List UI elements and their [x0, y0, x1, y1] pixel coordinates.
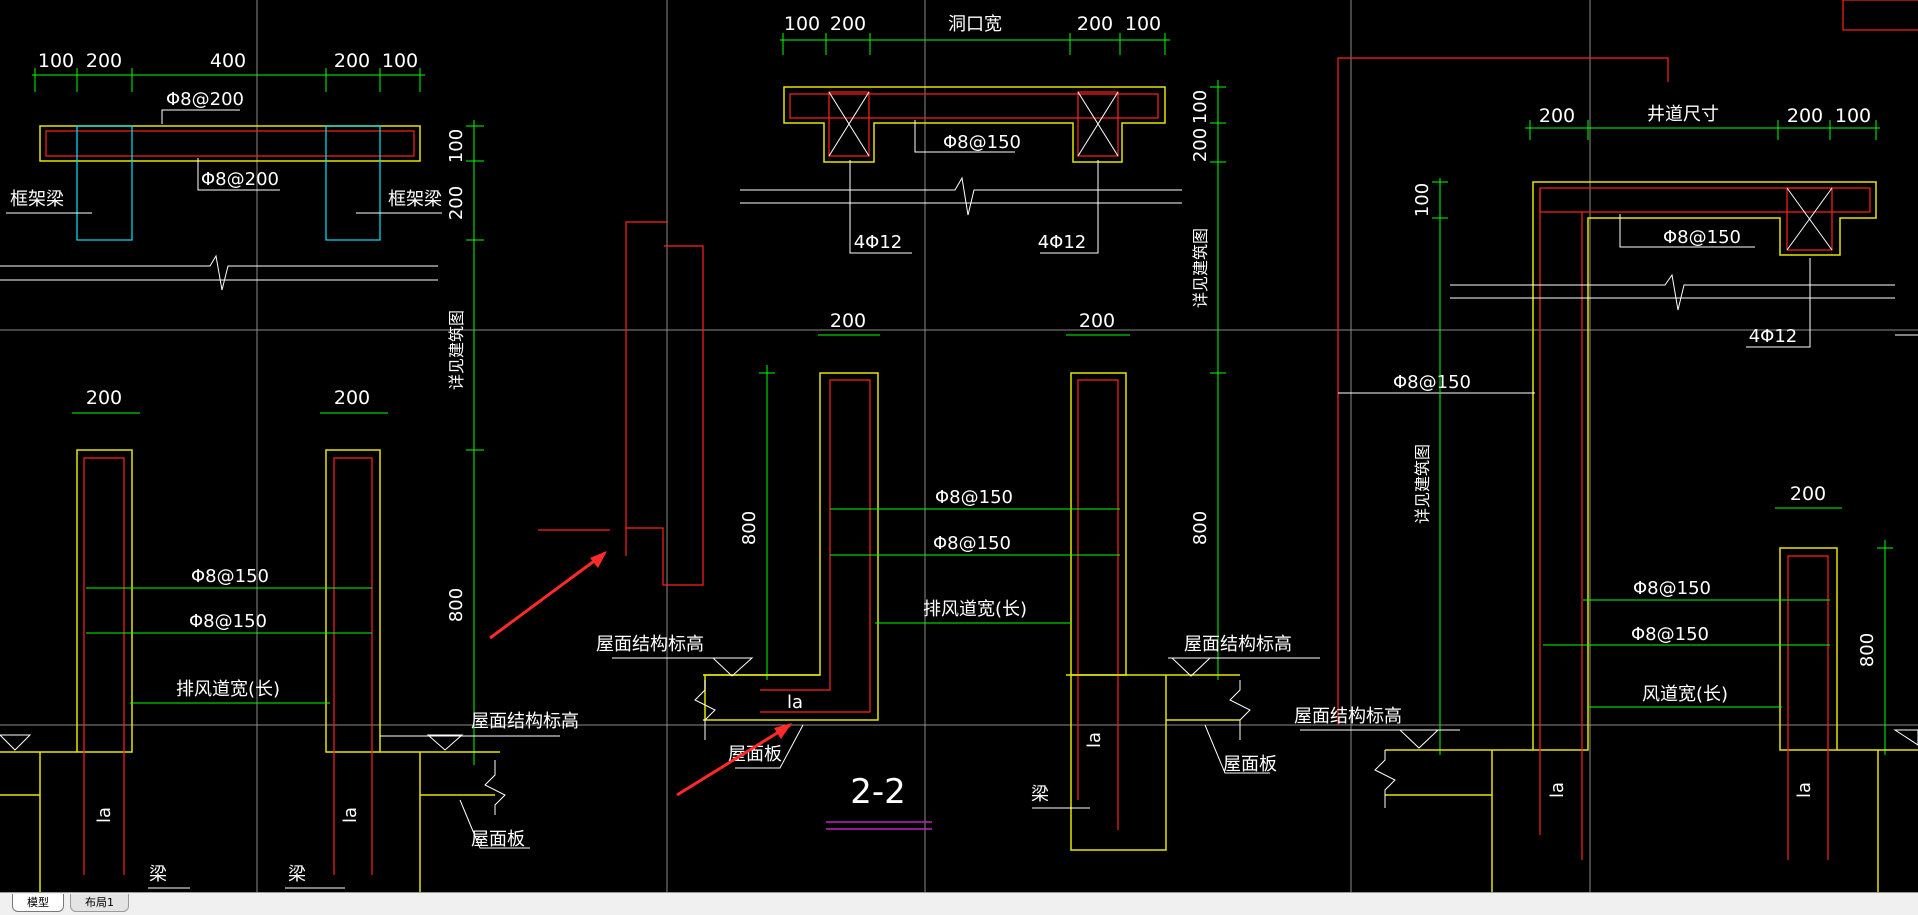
right-vdim-100: 100 [1412, 183, 1433, 217]
mid-vdim-800-l: 800 [739, 511, 760, 545]
markup-arrow-upper[interactable] [489, 551, 607, 640]
right-la-1: la [1547, 782, 1568, 798]
frame-beam-label-left: 框架梁 [10, 189, 64, 210]
left-top-plan-dimension [32, 68, 425, 92]
left-roof-elev: 屋面结构标高 [471, 711, 579, 732]
right-rebar-150-side: Φ8@150 [1393, 372, 1471, 393]
frame-beam-label-right: 框架梁 [388, 189, 442, 210]
right-see-arch: 详见建筑图 [1413, 444, 1432, 524]
mid-opening-width: 洞口宽 [948, 14, 1002, 35]
cad-drawing-canvas[interactable]: 100 200 400 200 100 Φ8@200 Φ8@200 框架梁 框架… [0, 0, 1918, 892]
right-wall-dim: 200 [1790, 483, 1826, 505]
left-dim-400: 400 [210, 50, 246, 72]
mid-rebar-4-12-a: 4Φ12 [854, 232, 903, 253]
mid-vdim-100: 100 [1190, 90, 1211, 124]
mid-rebar-150-a: Φ8@150 [935, 487, 1013, 508]
layout-tab-bar: 模型 布局1 [0, 892, 1918, 915]
left-beam-1: 梁 [149, 864, 167, 885]
right-dim-200-a: 200 [1539, 105, 1575, 127]
right-rebar-top: Φ8@150 [1663, 227, 1741, 248]
left-wall-dim-1: 200 [86, 387, 122, 409]
left-rebar-150-a: Φ8@150 [191, 566, 269, 587]
right-dim-100: 100 [1835, 105, 1871, 127]
tab-model[interactable]: 模型 [12, 894, 64, 912]
markup-arrow-lower[interactable] [676, 723, 792, 797]
right-duct-width: 风道宽(长) [1642, 684, 1728, 705]
left-beam-2: 梁 [288, 864, 306, 885]
left-rebar-150-b: Φ8@150 [189, 611, 267, 632]
tab-layout1[interactable]: 布局1 [70, 894, 129, 912]
reference-grid [0, 0, 1918, 892]
mid-see-arch: 详见建筑图 [1191, 228, 1210, 308]
left-vdim-100: 100 [446, 129, 467, 163]
mid-roof-slab-left: 屋面板 [728, 744, 782, 765]
right-roof-elev: 屋面结构标高 [1294, 706, 1402, 727]
left-rebar-top: Φ8@200 [166, 89, 244, 110]
mid-vdim-200: 200 [1190, 128, 1211, 162]
mid-vdim-800-r: 800 [1190, 511, 1211, 545]
right-vdim-800: 800 [1857, 633, 1878, 667]
left-dim-200-b: 200 [334, 50, 370, 72]
mid-roof-elev-left: 屋面结构标高 [596, 634, 704, 655]
middle-detail: 100 200 洞口宽 200 100 Φ8@150 4Φ12 4Φ12 100… [538, 13, 1320, 851]
mid-la-horizontal: la [787, 692, 803, 713]
mid-rebar-150-b: Φ8@150 [933, 533, 1011, 554]
left-vdim-200: 200 [446, 186, 467, 220]
right-detail: 200 井道尺寸 200 100 Φ8@150 4Φ12 Φ8@150 100 … [1294, 0, 1918, 892]
mid-dim-100-b: 100 [1125, 13, 1161, 35]
mid-dim-200-b: 200 [1077, 13, 1113, 35]
left-rebar-mid: Φ8@200 [201, 169, 279, 190]
mid-roof-elev-right: 屋面结构标高 [1184, 634, 1292, 655]
left-roof-slab: 屋面板 [471, 829, 525, 850]
section-label: 2-2 [850, 772, 906, 812]
left-la-2: la [340, 807, 361, 823]
mid-rebar-top: Φ8@150 [943, 132, 1021, 153]
right-rebar-4-12: 4Φ12 [1749, 326, 1798, 347]
left-vdim-800: 800 [446, 588, 467, 622]
mid-dim-100-a: 100 [784, 13, 820, 35]
mid-rebar-4-12-b: 4Φ12 [1038, 232, 1087, 253]
left-detail: 100 200 400 200 100 Φ8@200 Φ8@200 框架梁 框架… [0, 50, 579, 892]
left-see-arch: 详见建筑图 [447, 310, 466, 390]
left-dim-100-b: 100 [382, 50, 418, 72]
right-shaft-size: 井道尺寸 [1647, 104, 1719, 125]
left-dim-200-a: 200 [86, 50, 122, 72]
mid-roof-slab-right: 屋面板 [1223, 754, 1277, 775]
left-la-1: la [94, 807, 115, 823]
left-dim-100-a: 100 [38, 50, 74, 72]
mid-dim-200-a: 200 [830, 13, 866, 35]
mid-exhaust-width: 排风道宽(长) [923, 599, 1027, 620]
mid-la-vertical: la [1084, 732, 1105, 748]
left-exhaust-width: 排风道宽(长) [176, 679, 280, 700]
right-rebar-150-a: Φ8@150 [1633, 578, 1711, 599]
mid-wall-dim-2: 200 [1079, 310, 1115, 332]
right-dim-200-b: 200 [1787, 105, 1823, 127]
mid-beam: 梁 [1031, 784, 1049, 805]
mid-wall-dim-1: 200 [830, 310, 866, 332]
right-rebar-150-b: Φ8@150 [1631, 624, 1709, 645]
left-wall-dim-2: 200 [334, 387, 370, 409]
right-la-2: la [1794, 782, 1815, 798]
